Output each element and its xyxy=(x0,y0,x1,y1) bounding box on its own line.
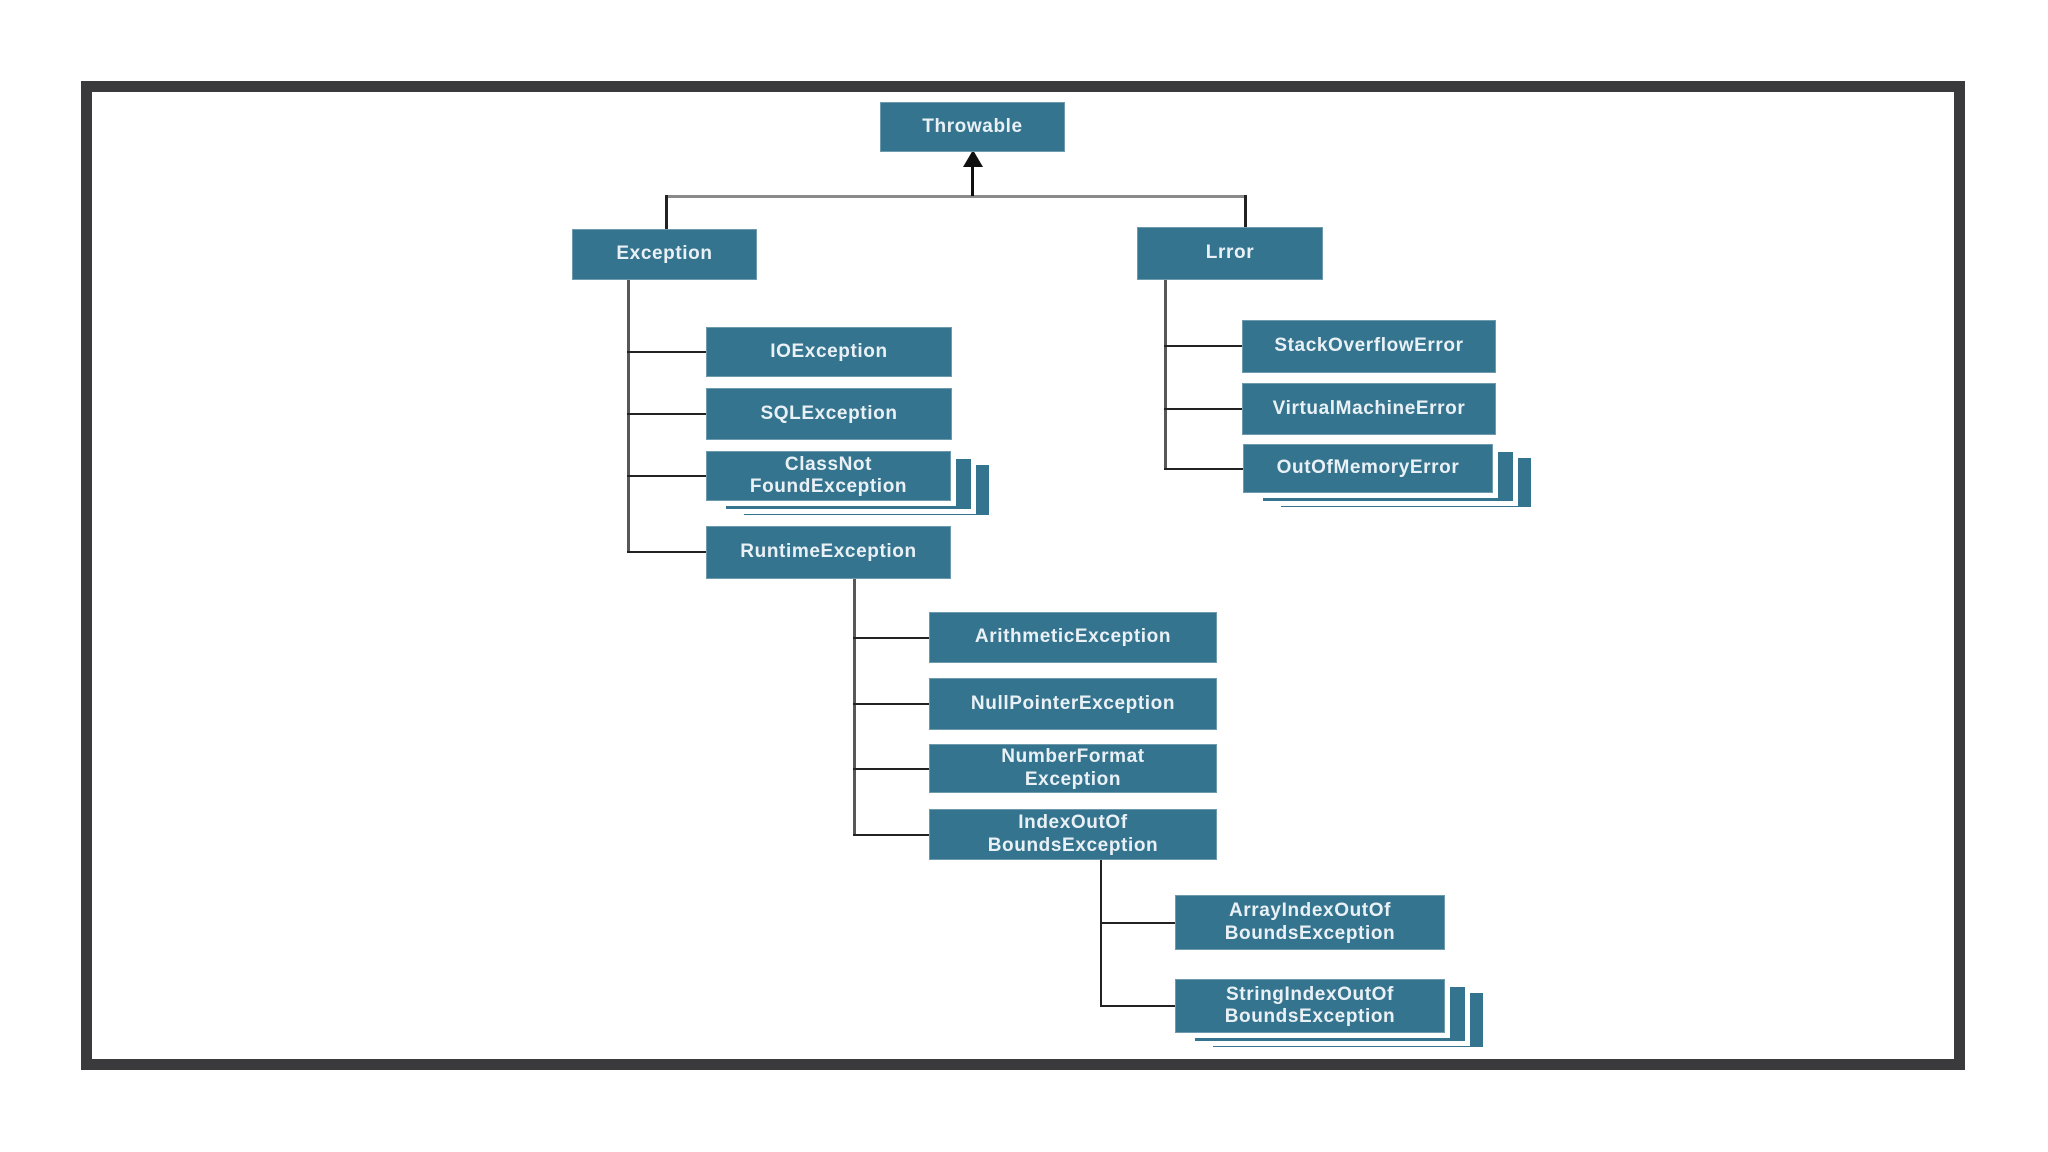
connector-stub-index-out-of-bounds xyxy=(853,834,929,836)
connector-stub-null-pointer xyxy=(853,703,929,705)
connector-stub-virtual-machine xyxy=(1164,408,1242,410)
connector-arrow-shaft xyxy=(971,163,974,196)
connector-stub-stack-overflow xyxy=(1164,345,1242,347)
node-throwable: Throwable xyxy=(880,102,1065,152)
node-number-format-exception: NumberFormat Exception xyxy=(929,744,1217,793)
node-index-out-of-bounds-exception: IndexOutOf BoundsException xyxy=(929,809,1217,860)
node-sql-exception: SQLException xyxy=(706,388,952,440)
connector-stub-number-format xyxy=(853,768,929,770)
connector-lrror-trunk xyxy=(1164,280,1167,470)
connector-drop-exception xyxy=(665,195,668,230)
node-io-exception: IOException xyxy=(706,327,952,377)
connector-drop-lrror xyxy=(1244,195,1247,228)
node-lrror: Lrror xyxy=(1137,227,1323,280)
diagram-frame xyxy=(81,81,1965,1070)
connector-stub-io-exception xyxy=(627,351,706,353)
node-out-of-memory-error: OutOfMemoryError xyxy=(1243,444,1493,493)
connector-stub-sql-exception xyxy=(627,413,706,415)
connector-stub-out-of-memory xyxy=(1164,468,1243,470)
connector-stub-string-index xyxy=(1100,1005,1175,1007)
connector-runtime-trunk xyxy=(853,579,856,836)
inheritance-arrow-up-icon xyxy=(962,150,983,167)
node-runtime-exception: RuntimeException xyxy=(706,526,951,579)
connector-stub-runtime xyxy=(627,551,706,553)
node-exception: Exception xyxy=(572,229,757,280)
connector-exception-trunk xyxy=(627,280,630,553)
connector-root-horizontal xyxy=(665,195,1246,198)
node-string-index-out-of-bounds-exception: StringIndexOutOf BoundsException xyxy=(1175,979,1445,1033)
node-class-not-found-exception: ClassNot FoundException xyxy=(706,451,951,501)
node-virtual-machine-error: VirtualMachineError xyxy=(1242,383,1496,435)
connector-stub-class-not-found xyxy=(627,475,706,477)
connector-stub-array-index xyxy=(1100,922,1175,924)
node-arithmetic-exception: ArithmeticException xyxy=(929,612,1217,663)
node-array-index-out-of-bounds-exception: ArrayIndexOutOf BoundsException xyxy=(1175,895,1445,950)
connector-index-trunk xyxy=(1100,860,1102,1007)
node-stack-overflow-error: StackOverflowError xyxy=(1242,320,1496,373)
connector-stub-arithmetic xyxy=(853,637,929,639)
node-null-pointer-exception: NullPointerException xyxy=(929,678,1217,730)
